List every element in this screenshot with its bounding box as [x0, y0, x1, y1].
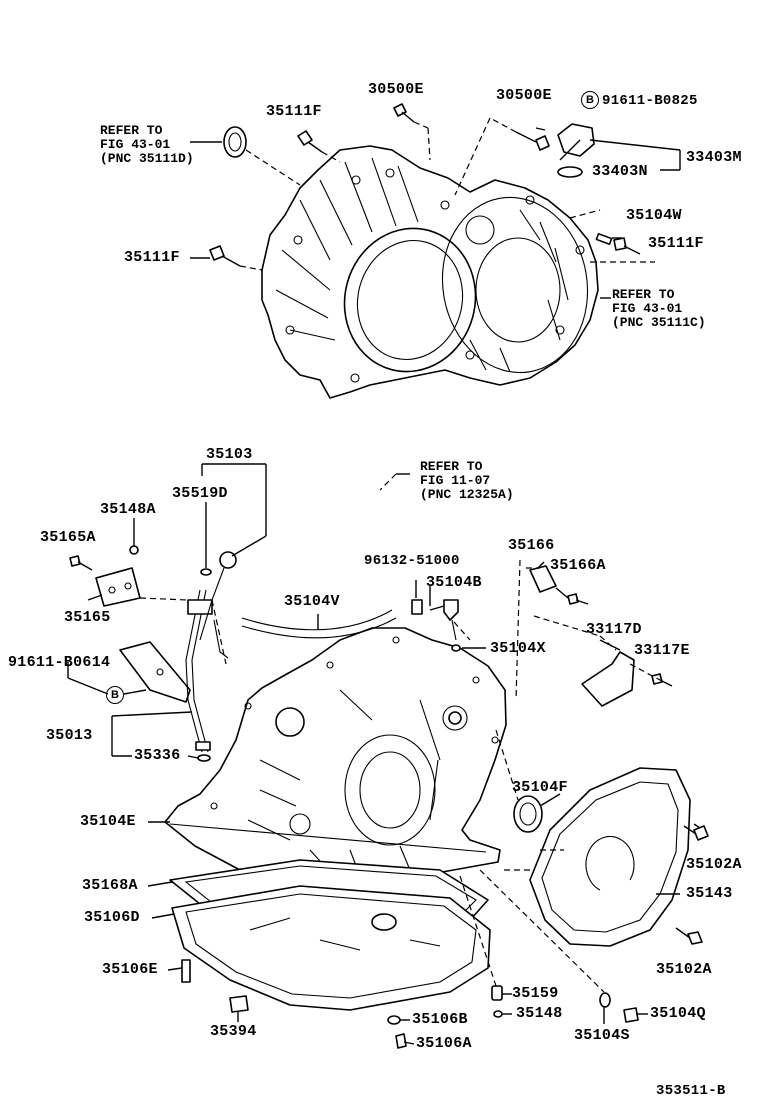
- part-label-35103[interactable]: 35103: [206, 446, 253, 463]
- part-label-35106D[interactable]: 35106D: [84, 909, 140, 926]
- lower-leader-lines: [67, 463, 701, 1045]
- refer-note-line: FIG 43-01: [612, 301, 683, 316]
- part-label-91611-B0825[interactable]: 91611-B0825: [602, 93, 698, 109]
- part-label-30500E[interactable]: 30500E: [496, 87, 552, 104]
- part-label-35168A[interactable]: 35168A: [82, 877, 138, 894]
- part-label-35104V[interactable]: 35104V: [284, 593, 340, 610]
- top-leader-lines: [190, 117, 681, 299]
- transaxle-case-drawing: [164, 627, 507, 891]
- part-label-35165A[interactable]: 35165A: [40, 529, 96, 546]
- part-label-35106E[interactable]: 35106E: [102, 961, 158, 978]
- part-label-35336[interactable]: 35336: [134, 747, 181, 764]
- refer-note-top-left: REFER TO FIG 43-01 (PNC 35111D): [100, 124, 194, 166]
- part-label-35104E[interactable]: 35104E: [80, 813, 136, 830]
- part-label-35104S[interactable]: 35104S: [574, 1027, 630, 1044]
- lower-small-parts: [69, 545, 709, 1049]
- transaxle-housing-drawing: [261, 145, 599, 399]
- refer-note-line: FIG 11-07: [420, 473, 491, 488]
- refer-note-line: FIG 43-01: [100, 137, 171, 152]
- part-label-35394[interactable]: 35394: [210, 1023, 257, 1040]
- part-label-33117E[interactable]: 33117E: [634, 642, 690, 659]
- refer-note-line: REFER TO: [420, 459, 483, 474]
- part-label-35148[interactable]: 35148: [516, 1005, 563, 1022]
- refer-note-line: REFER TO: [100, 123, 163, 138]
- part-label-35143[interactable]: 35143: [686, 885, 733, 902]
- part-label-35159[interactable]: 35159: [512, 985, 559, 1002]
- figure-id: 353511-B: [656, 1083, 726, 1099]
- part-label-91611-B0614[interactable]: 91611-B0614: [8, 654, 111, 671]
- oil-pan-drawing: [169, 859, 491, 1011]
- part-label-35102A[interactable]: 35102A: [656, 961, 712, 978]
- circle-marker-b: B: [581, 91, 599, 109]
- part-label-35106B[interactable]: 35106B: [412, 1011, 468, 1028]
- part-label-33403N[interactable]: 33403N: [592, 163, 648, 180]
- part-label-35165[interactable]: 35165: [64, 609, 111, 626]
- part-label-96132-51000[interactable]: 96132-51000: [364, 553, 460, 569]
- part-label-35166A[interactable]: 35166A: [550, 557, 606, 574]
- part-label-35519D[interactable]: 35519D: [172, 485, 228, 502]
- refer-note-line: REFER TO: [612, 287, 675, 302]
- refer-note-line: (PNC 35111C): [612, 315, 706, 330]
- part-label-33403M[interactable]: 33403M: [686, 149, 742, 166]
- part-label-35111F[interactable]: 35111F: [266, 103, 322, 120]
- part-label-35148A[interactable]: 35148A: [100, 501, 156, 518]
- top-fasteners: [209, 103, 641, 267]
- part-label-35104W[interactable]: 35104W: [626, 207, 682, 224]
- part-label-35104X[interactable]: 35104X: [490, 640, 546, 657]
- circle-marker-b: B: [106, 686, 124, 704]
- part-label-35104F[interactable]: 35104F: [512, 779, 568, 796]
- refer-note-middle: REFER TO FIG 11-07 (PNC 12325A): [420, 460, 514, 502]
- part-label-35104Q[interactable]: 35104Q: [650, 1005, 706, 1022]
- part-label-35102A[interactable]: 35102A: [686, 856, 742, 873]
- part-label-35106A[interactable]: 35106A: [416, 1035, 472, 1052]
- part-label-35111F[interactable]: 35111F: [124, 249, 180, 266]
- refer-note-top-right: REFER TO FIG 43-01 (PNC 35111C): [612, 288, 706, 330]
- refer-note-line: (PNC 35111D): [100, 151, 194, 166]
- part-label-35013[interactable]: 35013: [46, 727, 93, 744]
- part-label-30500E[interactable]: 30500E: [368, 81, 424, 98]
- part-label-33117D[interactable]: 33117D: [586, 621, 642, 638]
- part-label-35166[interactable]: 35166: [508, 537, 555, 554]
- refer-note-line: (PNC 12325A): [420, 487, 514, 502]
- part-label-35111F[interactable]: 35111F: [648, 235, 704, 252]
- part-label-35104B[interactable]: 35104B: [426, 574, 482, 591]
